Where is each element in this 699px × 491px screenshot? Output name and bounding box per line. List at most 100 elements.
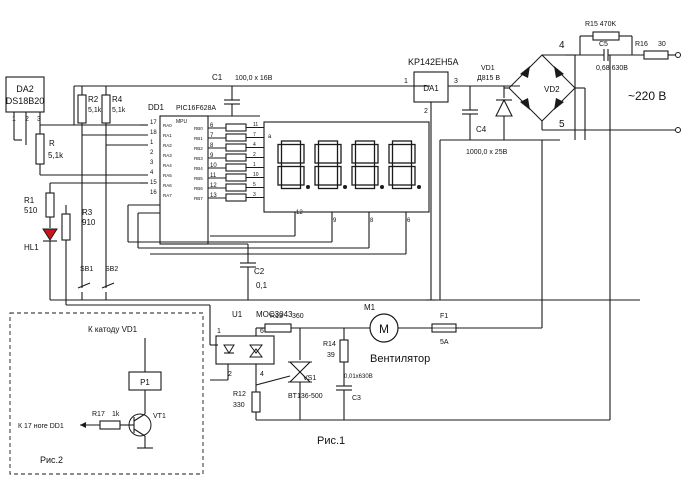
dd1-pin-number: 8: [210, 143, 214, 149]
dd1-pin-name: RA7: [163, 193, 172, 198]
display-segment: [277, 143, 283, 164]
svg-text:0,1: 0,1: [256, 281, 268, 290]
segment-resistor: [225, 133, 247, 142]
svg-text:К катоду VD1: К катоду VD1: [88, 325, 138, 334]
svg-text:R1: R1: [24, 196, 35, 205]
svg-text:8: 8: [370, 218, 374, 224]
svg-text:R13: R13: [270, 313, 283, 320]
svg-text:VD1: VD1: [481, 65, 495, 72]
svg-text:M: M: [379, 322, 389, 336]
display-segment: [314, 165, 320, 186]
svg-text:К 17 ноге DD1: К 17 ноге DD1: [18, 423, 64, 430]
svg-text:5: 5: [559, 119, 565, 130]
svg-text:5A: 5A: [440, 339, 449, 346]
fuse-f1: F1 5A: [431, 313, 457, 346]
dd1-pin-name: RB0: [194, 126, 203, 131]
dd1-pin-name: RA2: [163, 143, 172, 148]
segment-resistor: [225, 143, 247, 152]
svg-text:R: R: [49, 139, 55, 148]
display-digit: [351, 140, 384, 190]
svg-text:R4: R4: [112, 95, 123, 104]
display-segment: [280, 140, 302, 146]
svg-text:2: 2: [424, 108, 428, 115]
dd1-pin-name: RA3: [163, 153, 172, 158]
svg-text:R15 470K: R15 470K: [585, 21, 616, 28]
svg-text:0,01x630B: 0,01x630B: [344, 374, 373, 380]
svg-text:360: 360: [292, 313, 304, 320]
svg-text:6: 6: [407, 218, 411, 224]
svg-text:KP142EH5A: KP142EH5A: [408, 57, 459, 67]
display-segment: [354, 184, 376, 190]
resistor-r: R 5,1k: [35, 125, 64, 175]
svg-text:R2: R2: [88, 95, 99, 104]
svg-text:510: 510: [24, 206, 38, 215]
dd1-pin-name: RA0: [163, 123, 172, 128]
dd1-pin-number: 15: [150, 180, 157, 186]
svg-text:VT1: VT1: [153, 413, 166, 420]
dd1-pin-number: 10: [210, 163, 217, 169]
dd1-pin-name: RA4: [163, 163, 172, 168]
fig2-box: [9, 312, 204, 475]
bridge-vd2: VD2 4 5: [508, 40, 576, 130]
svg-text:3: 3: [454, 78, 458, 85]
svg-text:MOC3043: MOC3043: [256, 310, 293, 319]
resistor-r12: R12 330: [233, 385, 261, 420]
dd1-pin-number: 3: [150, 160, 154, 166]
dd1-pin-name: RB5: [194, 176, 203, 181]
svg-text:SB2: SB2: [105, 266, 118, 273]
mains-label: ~220 В: [628, 89, 666, 103]
display-segment: [391, 162, 413, 168]
dd1-pin-number: 4: [150, 170, 154, 176]
display-segment: [317, 184, 339, 190]
svg-text:4: 4: [260, 371, 264, 378]
display-segment: [336, 143, 342, 164]
svg-text:C1: C1: [212, 73, 223, 82]
resistor-r15: R15 470K: [585, 21, 620, 41]
segment-resistor: [225, 153, 247, 162]
dd1-pin-number: 17: [150, 120, 157, 126]
svg-text:a: a: [268, 134, 272, 140]
svg-text:30: 30: [658, 41, 666, 48]
display-segment: [410, 143, 416, 164]
display-segment: [351, 165, 357, 186]
triac-vs1: VS1 BT136-500: [255, 328, 323, 420]
display-segment: [277, 165, 283, 186]
svg-text:Вентилятор: Вентилятор: [370, 353, 430, 365]
capacitor-c2: C2 0,1: [240, 244, 268, 300]
capacitor-c3: 0,01x630B C3: [336, 362, 373, 420]
svg-text:4: 4: [559, 40, 565, 51]
display-segment: [317, 162, 339, 168]
svg-text:U1: U1: [232, 310, 243, 319]
svg-text:R16: R16: [635, 41, 648, 48]
svg-text:SB1: SB1: [80, 266, 93, 273]
dd1-pin-name: RB1: [194, 136, 203, 141]
svg-text:R12: R12: [233, 391, 246, 398]
svg-text:M1: M1: [364, 303, 376, 312]
display-segment: [354, 162, 376, 168]
fig2-circuit: К катоду VD1 P1 VT1 R17 1k К 17 ноге DD1…: [18, 325, 166, 465]
capacitor-c1: C1 100,0 x 16B: [212, 73, 273, 116]
segment-resistor: [225, 173, 247, 182]
svg-text:330: 330: [233, 402, 245, 409]
svg-text:9: 9: [333, 218, 337, 224]
display-pin-number: 2: [253, 152, 256, 158]
svg-text:DD1: DD1: [148, 103, 165, 112]
dd1-pin-number: 2: [150, 150, 154, 156]
svg-text:2: 2: [25, 116, 29, 123]
svg-text:DA1: DA1: [423, 84, 439, 93]
svg-text:100,0 x 16B: 100,0 x 16B: [235, 75, 273, 82]
display-digit: [277, 140, 310, 190]
svg-text:12: 12: [296, 210, 303, 216]
optocoupler-u1: U1 MOC3043 1 2 4 6: [215, 310, 293, 378]
display-segment: [391, 184, 413, 190]
da2-sensor: DA2 DS18B20 1 2 3: [5, 76, 45, 145]
svg-text:3: 3: [37, 116, 41, 123]
mcu-dd1: DD1 PIC16F628A MPU: [148, 103, 216, 245]
resistor-r1: R1 510: [24, 183, 55, 228]
dd1-pin-number: 1: [150, 140, 154, 146]
display-segment: [280, 184, 302, 190]
button-sb1: SB1: [77, 266, 93, 300]
display-segment: [373, 165, 379, 186]
dd1-pin-number: 18: [150, 130, 157, 136]
